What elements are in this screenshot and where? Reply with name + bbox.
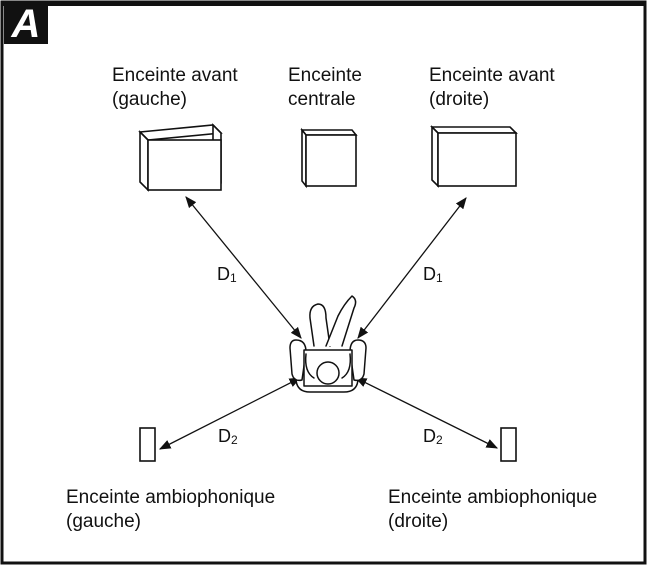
front-right-label: Enceinte avant (droite) <box>429 64 555 112</box>
d2-right-subscript: 2 <box>436 433 443 447</box>
surround-right-speaker <box>500 427 517 462</box>
surround-right-label: Enceinte ambiophonique (droite) <box>388 486 597 534</box>
front-right-label-line1: Enceinte avant <box>429 65 555 86</box>
front-left-label-line2: (gauche) <box>112 89 187 110</box>
d2-left-subscript: 2 <box>231 433 238 447</box>
surround-left-label: Enceinte ambiophonique (gauche) <box>66 486 275 534</box>
d2-right-letter: D <box>423 426 436 446</box>
arrow-d1-left <box>185 196 302 339</box>
d1-left-subscript: 1 <box>230 271 237 285</box>
d1-right-letter: D <box>423 264 436 284</box>
front-right-label-line2: (droite) <box>429 89 490 110</box>
d1-right-label: D1 <box>423 264 443 288</box>
front-right-speaker <box>430 125 518 188</box>
d1-left-label: D1 <box>217 264 237 288</box>
surround-right-label-line1: Enceinte ambiophonique <box>388 487 598 508</box>
surround-right-label-line2: (droite) <box>388 511 449 532</box>
front-left-label: Enceinte avant (gauche) <box>112 64 238 112</box>
d2-left-label: D2 <box>218 426 238 450</box>
arrow-d2-left <box>158 377 302 450</box>
arrow-d1-right <box>357 197 467 339</box>
front-left-speaker <box>138 123 223 192</box>
listener-in-chair <box>289 295 367 393</box>
d1-right-subscript: 1 <box>436 271 443 285</box>
d1-left-letter: D <box>217 264 230 284</box>
center-label-line2: centrale <box>288 89 356 110</box>
figure-badge: A <box>4 4 48 44</box>
arrow-d2-right <box>354 377 499 449</box>
surround-left-label-line1: Enceinte ambiophonique <box>66 487 276 508</box>
diagram-top-bar <box>2 2 645 6</box>
center-label: Enceinte centrale <box>288 64 362 112</box>
d2-left-letter: D <box>218 426 231 446</box>
surround-left-speaker <box>139 427 156 462</box>
surround-left-label-line2: (gauche) <box>66 511 141 532</box>
center-label-line1: Enceinte <box>288 65 362 86</box>
d2-right-label: D2 <box>423 426 443 450</box>
front-left-label-line1: Enceinte avant <box>112 65 238 86</box>
center-speaker <box>300 127 358 189</box>
